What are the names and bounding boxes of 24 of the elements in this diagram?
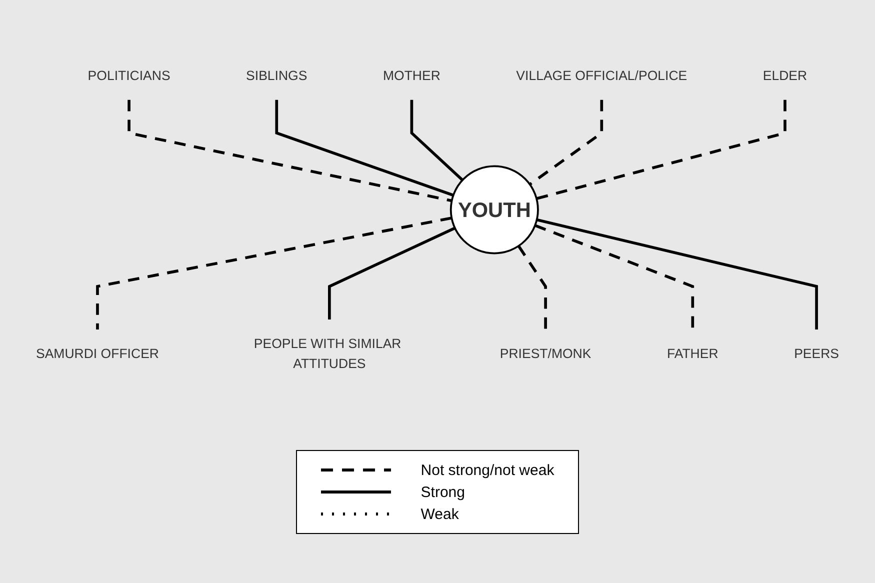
node-text: FATHER (666, 346, 718, 362)
node-text: VILLAGE OFFICIAL/POLICE (516, 68, 688, 84)
node-text: ELDER (762, 68, 808, 84)
legend-label: Weak (420, 506, 459, 522)
node-circle: YOUTH (450, 166, 539, 255)
connector (536, 100, 786, 200)
connector (410, 100, 464, 182)
node-text: POLITICIANS (88, 68, 170, 84)
node-text: SAMURDI OFFICER (36, 346, 159, 362)
node-text: SIBLINGS (246, 68, 308, 84)
connector (517, 246, 547, 330)
connector (96, 216, 452, 330)
node-text: PEOPLE WITH SIMILAR ATTITUDES (254, 336, 402, 372)
connector (534, 224, 694, 330)
legend-label: Strong (420, 484, 465, 500)
connector (275, 100, 454, 197)
connector (128, 100, 452, 202)
node-text: MOTHER (382, 68, 440, 84)
node-text: PRIEST/MONK (500, 346, 592, 362)
connector (536, 218, 818, 330)
legend-label: Not strong/not weak (420, 462, 554, 478)
node-text: PEERS (794, 346, 840, 362)
connector (529, 100, 604, 186)
connector (328, 227, 456, 320)
